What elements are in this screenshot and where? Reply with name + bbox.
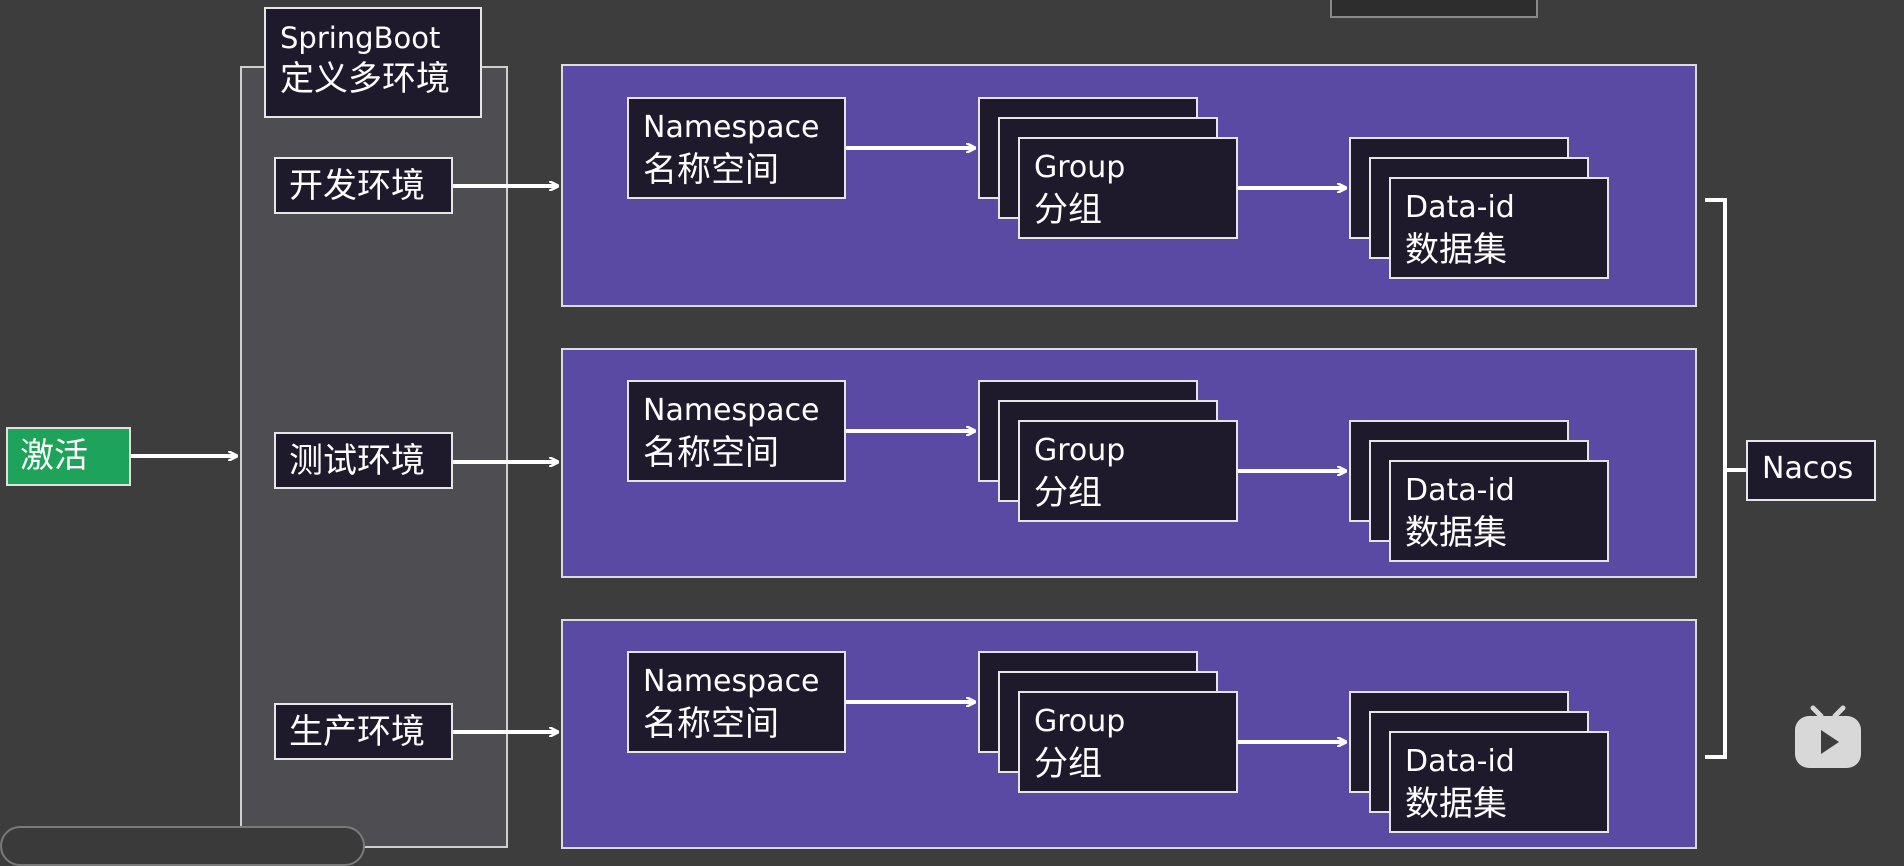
namespace-line2: 名称空间 — [643, 704, 779, 744]
group-line2: 分组 — [1034, 744, 1102, 784]
namespace-line1: Namespace — [643, 664, 820, 699]
activate-label: 激活 — [20, 436, 88, 476]
nacos-bracket — [1705, 198, 1727, 759]
dataid-line2: 数据集 — [1405, 230, 1507, 270]
env-prod: 生产环境 — [274, 703, 453, 760]
group-line1: Group — [1034, 704, 1126, 739]
env-prod-label: 生产环境 — [289, 712, 425, 752]
group-box-test: Group 分组 — [1018, 420, 1238, 522]
dataid-line2: 数据集 — [1405, 784, 1507, 824]
group-line2: 分组 — [1034, 190, 1102, 230]
dataid-line1: Data-id — [1405, 190, 1515, 225]
dataid-box-test: Data-id 数据集 — [1389, 460, 1609, 562]
dataid-line1: Data-id — [1405, 473, 1515, 508]
group-line1: Group — [1034, 433, 1126, 468]
namespace-box-prod: Namespace 名称空间 — [627, 651, 846, 753]
env-dev: 开发环境 — [274, 157, 453, 214]
namespace-box-test: Namespace 名称空间 — [627, 380, 846, 482]
springboot-header: SpringBoot 定义多环境 — [264, 7, 482, 118]
springboot-line1: SpringBoot — [280, 21, 441, 55]
springboot-line2: 定义多环境 — [280, 59, 450, 99]
bilibili-tv-icon[interactable] — [1793, 702, 1863, 772]
env-dev-label: 开发环境 — [289, 166, 425, 206]
namespace-line1: Namespace — [643, 110, 820, 145]
activate-box: 激活 — [6, 427, 131, 486]
env-test-label: 测试环境 — [289, 441, 425, 481]
namespace-line1: Namespace — [643, 393, 820, 428]
group-line1: Group — [1034, 150, 1126, 185]
nacos-label: Nacos — [1762, 451, 1854, 486]
dataid-box-prod: Data-id 数据集 — [1389, 731, 1609, 833]
env-test: 测试环境 — [274, 432, 453, 489]
group-box-prod: Group 分组 — [1018, 691, 1238, 793]
group-box-dev: Group 分组 — [1018, 137, 1238, 239]
group-line2: 分组 — [1034, 473, 1102, 513]
bottom-toolbar — [0, 826, 365, 866]
dataid-box-dev: Data-id 数据集 — [1389, 177, 1609, 279]
dataid-line1: Data-id — [1405, 744, 1515, 779]
namespace-box-dev: Namespace 名称空间 — [627, 97, 846, 199]
dataid-line2: 数据集 — [1405, 513, 1507, 553]
top-cutoff-box — [1330, 0, 1538, 18]
namespace-line2: 名称空间 — [643, 150, 779, 190]
namespace-line2: 名称空间 — [643, 433, 779, 473]
nacos-box: Nacos — [1746, 440, 1876, 501]
